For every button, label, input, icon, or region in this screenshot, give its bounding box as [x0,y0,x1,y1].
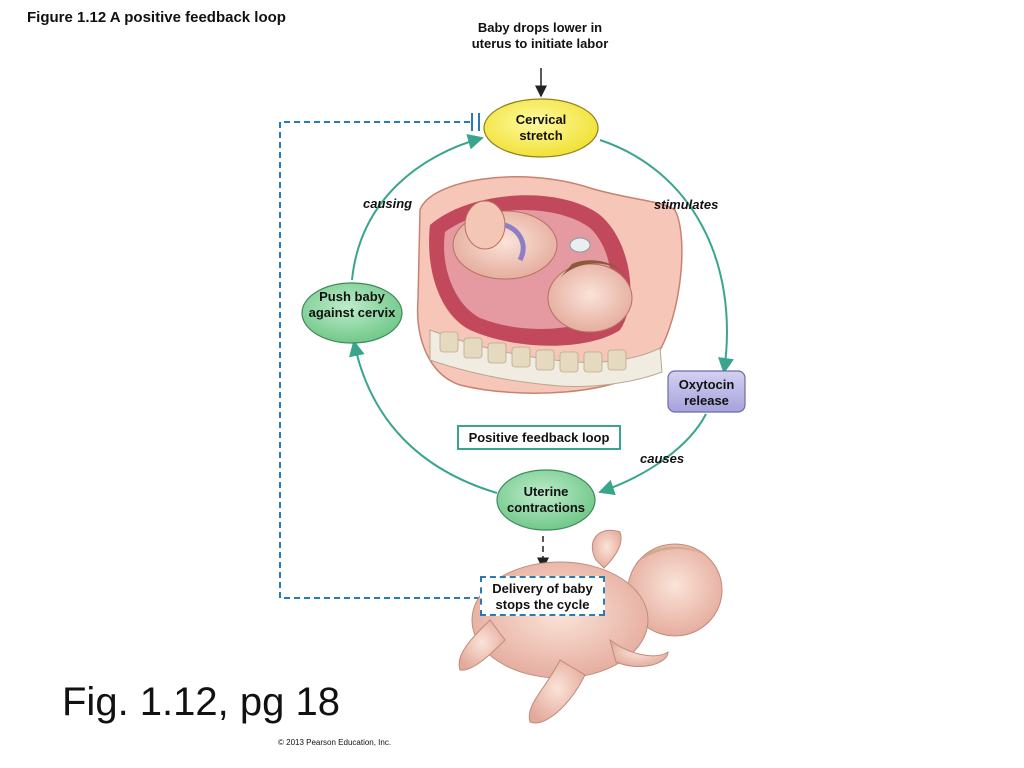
cervical-stretch-label: Cervical stretch [515,112,567,143]
stimulates-label: stimulates [654,197,719,212]
causing-label: causing [363,196,413,211]
stop-cycle-line [279,121,480,599]
causes-label: causes [640,451,685,466]
newborn-illustration [458,529,723,724]
arrow-stimulates [599,139,734,374]
oxytocin-release-label: Oxytocin release [678,377,735,408]
uterine-contractions-label: Uterine contractions [506,484,585,515]
arrow-causes [598,413,707,496]
arrow-causing [351,133,484,281]
push-baby-node [301,282,403,344]
uterine-contractions-node [496,469,596,531]
oxytocin-release-node [667,370,746,413]
trigger-text: Baby drops lower in uterus to initiate l… [471,20,609,51]
uterus-illustration [416,176,683,394]
arrow-uterine-to-push [348,340,498,494]
delivery-stops-cycle-box: Delivery of baby stops the cycle [480,576,605,616]
cervical-stretch-node [483,98,599,158]
page-caption: Fig. 1.12, pg 18 [62,680,340,724]
push-baby-label: Push baby against cervix [308,289,396,320]
figure-title: Figure 1.12 A positive feedback loop [27,9,286,26]
positive-feedback-loop-label: Positive feedback loop [457,425,621,450]
copyright: © 2013 Pearson Education, Inc. [278,738,392,747]
